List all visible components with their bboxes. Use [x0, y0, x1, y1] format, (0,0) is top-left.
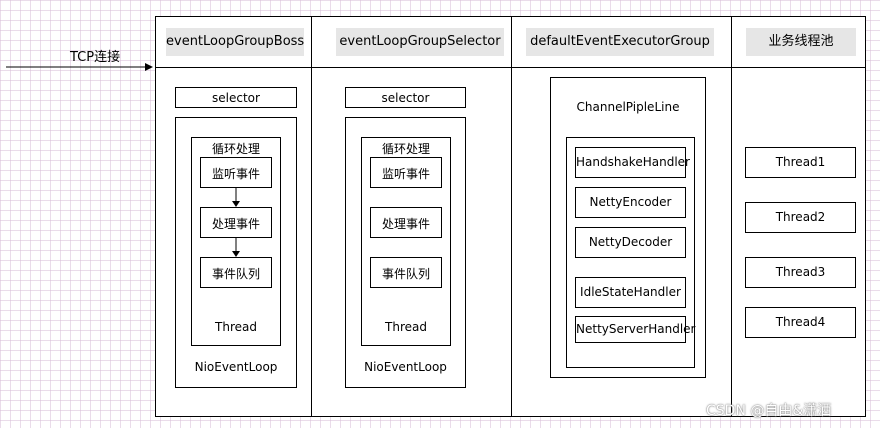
column-divider — [511, 16, 512, 417]
handler-label: NettyEncoder — [589, 195, 672, 209]
selector-label: selector — [381, 91, 430, 105]
business-thread-box: Thread2 — [745, 202, 856, 233]
business-thread-label: Thread2 — [775, 210, 826, 224]
handler-handshake: HandshakeHandler — [575, 147, 690, 178]
loop-title: 循环处理 — [211, 142, 260, 156]
step-label: 监听事件 — [381, 167, 430, 181]
handler-netty-encoder: NettyEncoder — [575, 187, 686, 218]
handler-label: IdleStateHandler — [580, 285, 681, 299]
watermark-text: CSDN @自由&潇洒 — [706, 403, 832, 419]
flow-arrow-head — [232, 201, 240, 207]
business-thread-box: Thread1 — [745, 147, 856, 178]
thread-label: Thread — [215, 320, 257, 334]
handler-label: NettyServerHandler — [576, 322, 696, 336]
step-handle-event: 处理事件 — [200, 207, 272, 238]
step-event-queue: 事件队列 — [200, 257, 272, 288]
business-thread-box: Thread3 — [745, 257, 856, 288]
selector-box: selector — [345, 87, 466, 108]
business-thread-box: Thread4 — [745, 307, 856, 338]
loop-title: 循环处理 — [381, 142, 430, 156]
nio-event-loop-label: NioEventLoop — [364, 360, 447, 374]
channel-pipeline-label: ChannelPipleLine — [576, 100, 680, 114]
business-thread-label: Thread1 — [775, 155, 826, 169]
step-label: 处理事件 — [381, 217, 430, 231]
header-divider — [155, 67, 866, 68]
selector-label: selector — [212, 91, 260, 105]
step-label: 处理事件 — [211, 217, 260, 231]
header-business-thread-pool: 业务线程池 — [746, 28, 856, 56]
header-event-loop-group-selector: eventLoopGroupSelector — [336, 28, 504, 56]
step-listen-event: 监听事件 — [200, 157, 272, 188]
flow-arrow-head — [232, 251, 240, 257]
handler-label: NettyDecoder — [588, 235, 673, 249]
business-thread-label: Thread3 — [775, 265, 826, 279]
selector-box: selector — [175, 87, 297, 108]
step-event-queue: 事件队列 — [370, 257, 442, 288]
thread-label: Thread — [385, 320, 427, 334]
step-handle-event: 处理事件 — [370, 207, 442, 238]
step-label: 监听事件 — [211, 167, 260, 181]
handler-label: HandshakeHandler — [576, 155, 690, 169]
column-divider — [731, 16, 732, 417]
column-divider — [311, 16, 312, 417]
handler-netty-server: NettyServerHandler — [575, 316, 696, 343]
header-default-event-executor-group: defaultEventExecutorGroup — [526, 28, 714, 56]
handler-idle-state: IdleStateHandler — [575, 277, 686, 308]
handler-netty-decoder: NettyDecoder — [575, 227, 686, 258]
header-event-loop-group-boss: eventLoopGroupBoss — [166, 28, 304, 56]
business-thread-label: Thread4 — [775, 315, 826, 329]
step-listen-event: 监听事件 — [370, 157, 442, 188]
step-label: 事件队列 — [381, 267, 430, 281]
step-label: 事件队列 — [211, 267, 260, 281]
tcp-connection-label: TCP连接 — [70, 50, 121, 65]
nio-event-loop-label: NioEventLoop — [194, 360, 278, 374]
